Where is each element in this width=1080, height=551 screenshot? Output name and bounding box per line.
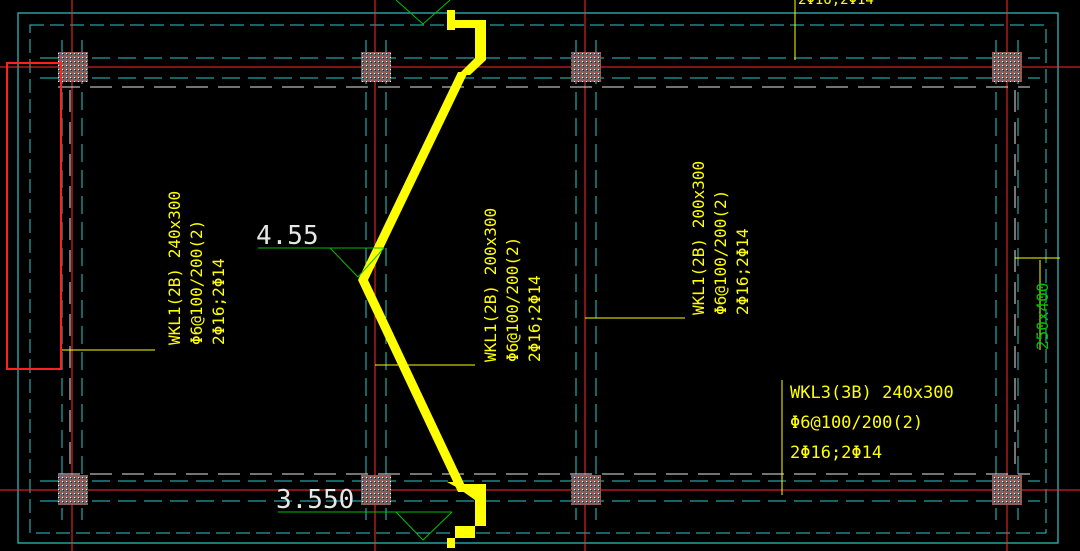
beam2-line1: WKL1(2B) 200x300 xyxy=(481,208,500,362)
column[interactable] xyxy=(58,475,88,505)
beam2-label[interactable]: WKL1(2B) 200x300 Φ6@100/200(2) 2Φ16;2Φ14 xyxy=(481,208,544,362)
leader-lines xyxy=(62,0,1060,495)
beam3-label[interactable]: WKL1(2B) 200x300 Φ6@100/200(2) 2Φ16;2Φ14 xyxy=(689,161,752,315)
beam3-line2: Φ6@100/200(2) xyxy=(711,190,730,315)
column[interactable] xyxy=(992,475,1022,505)
outer-frame xyxy=(17,12,1059,544)
beam4-label[interactable]: WKL3(3B) 240x300 Φ6@100/200(2) 2Φ16;2Φ14 xyxy=(790,383,954,463)
column[interactable] xyxy=(58,52,88,82)
beam4-line3: 2Φ16;2Φ14 xyxy=(790,443,882,463)
selection-highlight[interactable] xyxy=(6,62,62,370)
column[interactable] xyxy=(992,52,1022,82)
column[interactable] xyxy=(361,475,391,505)
beam4-line2: Φ6@100/200(2) xyxy=(790,413,923,433)
column[interactable] xyxy=(571,475,601,505)
right-dimension: 250x400 xyxy=(1033,283,1052,350)
elevation-bottom: 3.550 xyxy=(276,485,354,515)
beam2-line2: Φ6@100/200(2) xyxy=(503,237,522,362)
beam2-line3: 2Φ16;2Φ14 xyxy=(525,275,544,362)
column[interactable] xyxy=(361,52,391,82)
beam3-line3: 2Φ16;2Φ14 xyxy=(733,228,752,315)
column[interactable] xyxy=(571,52,601,82)
columns[interactable] xyxy=(58,52,1022,505)
green-markers xyxy=(258,0,453,541)
beam3-line1: WKL1(2B) 200x300 xyxy=(689,161,708,315)
white-dashes xyxy=(58,86,1030,475)
beam1-line1: WKL1(2B) 240x300 xyxy=(165,191,184,345)
beam1-label[interactable]: WKL1(2B) 240x300 Φ6@100/200(2) 2Φ16;2Φ14 xyxy=(165,191,228,345)
beam1-line3: 2Φ16;2Φ14 xyxy=(209,258,228,345)
beam4-line1: WKL3(3B) 240x300 xyxy=(790,383,954,403)
top-partial-label: 2Φ16;2Φ14 xyxy=(798,0,874,8)
sloped-beam[interactable] xyxy=(358,10,486,548)
elevation-top: 4.55 xyxy=(256,221,319,251)
inner-frame xyxy=(29,24,1047,534)
beam1-line2: Φ6@100/200(2) xyxy=(187,220,206,345)
